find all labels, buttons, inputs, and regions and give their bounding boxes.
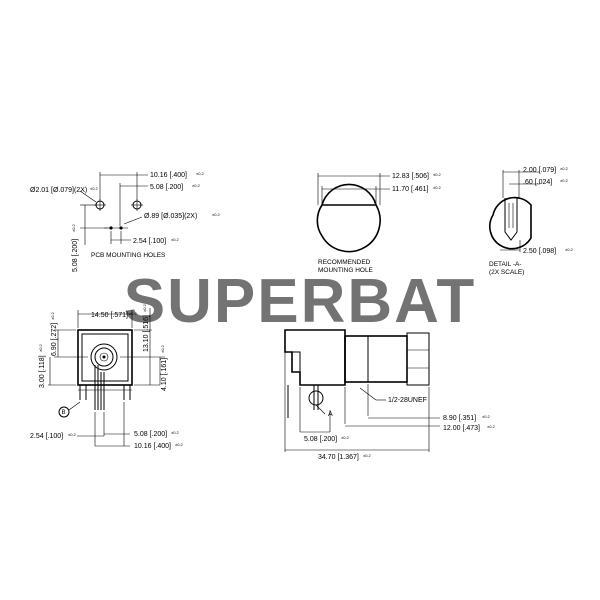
front-dim-2-54: 2.54 [.100] [30,433,63,440]
front-dim-5-08: 5.08 [.200] [134,431,167,438]
side-dim-8-90: 8.90 [.351] [443,415,476,422]
side-dim-12-00: 12.00 [.473] [443,425,480,432]
detail-dim-2-50: 2.50 [.098] [523,248,556,255]
side-detail-ref: A [328,411,333,418]
pcb-dim-2-54-tol: ±0.2 [171,237,180,242]
side-dim-5-08-tol: ±0.2 [341,435,350,440]
side-barrel [344,335,408,383]
side-body [284,329,346,386]
side-dim-34-70-tol: ±0.2 [363,453,372,458]
pcb-dim-10-16-tol: ±0.2 [196,171,205,176]
front-dim-2-54-tol: ±0.2 [68,432,77,437]
detail-dim-2-00: 2.00 [.079] [523,167,556,174]
watermark: SUPERBAT [124,267,476,336]
pcb-dim-pin-dia-tol: ±0.2 [212,212,221,217]
pcb-dim-vertical: 5.08 [.200] [72,239,79,272]
detail-dim-60: .60 [.024] [523,179,552,186]
mount-dim-12-83: 12.83 [.506] [392,173,429,180]
pcb-caption: PCB MOUNTING HOLES [91,252,166,259]
front-dim-10-16: 10.16 [.400] [134,443,171,450]
front-dim-13-10-tol: ±0.2 [142,303,147,312]
pcb-dim-5-08: 5.08 [.200] [150,184,183,191]
front-dim-4-10-tol: ±0.2 [160,344,165,353]
mounting-hole-d-shape [316,204,381,253]
pcb-dim-2-54: 2.54 [.100] [133,238,166,245]
front-bnc-outer [90,343,118,371]
side-dim-8-90-tol: ±0.2 [482,414,491,419]
front-body [77,329,133,386]
side-dim-5-08: 5.08 [.200] [304,436,337,443]
pcb-dim-pin-dia: Ø.89 [Ø.035](2X) [144,213,197,220]
front-view: B 14.50 [.571] ±0.2 13.10 [.516] ±0.2 6.… [30,303,184,450]
front-pins [94,365,105,410]
front-dim-4-10: 4.10 [.161] [161,358,168,391]
side-view: A 1/2-28UNEF 8.90 [.351] ±0.2 12.00 [.47… [284,329,496,461]
detail-dim-2-50-tol: ±0.2 [565,247,574,252]
mount-caption-1: RECOMMENDED [318,259,371,266]
front-dim-6-90: 6.90 [.272] [51,323,58,356]
detail-a-outline [488,196,532,250]
front-dim-13-10: 13.10 [.516] [143,315,150,352]
pcb-dim-hole-dia-tol: ±0.2 [90,186,99,191]
mount-dim-11-70: 11.70 [.461] [392,186,429,193]
mount-dim-11-70-tol: ±0.2 [433,185,442,190]
front-dim-10-16-tol: ±0.2 [175,442,184,447]
mount-dim-12-83-tol: ±0.2 [433,172,442,177]
front-dim-14-50: 14.50 [.571] [91,312,128,319]
pcb-dim-10-16: 10.16 [.400] [150,172,187,179]
front-dim-3-00: 3.00 [.118] [39,355,46,388]
detail-caption-2: (2X SCALE) [489,269,524,276]
detail-a-view: 2.00 [.079] ±0.2 .60 [.024] ±0.2 2.50 [.… [488,166,574,276]
pcb-mounting-holes-view: Ø2.01 [Ø.079](2X) ±0.2 10.16 [.400] ±0.2… [30,171,221,272]
side-thread-label: 1/2-28UNEF [388,397,427,404]
side-dim-12-00-tol: ±0.2 [487,424,496,429]
detail-caption-1: DETAIL -A- [489,261,522,268]
detail-dim-2-00-tol: ±0.2 [560,166,569,171]
front-dim-6-90-tol: ±0.2 [50,311,55,320]
side-dim-34-70: 34.70 [1.367] [318,454,359,461]
pcb-dim-vertical-tol: ±0.2 [71,223,76,232]
front-dim-3-00-tol: ±0.2 [38,343,43,352]
front-marker-circle [58,406,70,418]
front-dim-5-08-tol: ±0.2 [171,430,180,435]
mounting-hole-view: 12.83 [.506] ±0.2 11.70 [.461] ±0.2 RECO… [316,172,442,274]
mount-caption-2: MOUNTING HOLE [318,267,374,274]
detail-dim-60-tol: ±0.2 [560,178,569,183]
front-marker-label: B [62,410,66,416]
pcb-dim-5-08-tol: ±0.2 [192,183,201,188]
pcb-dim-hole-dia: Ø2.01 [Ø.079](2X) [30,187,87,194]
side-detail-circle [308,390,324,406]
front-dim-14-50-tol: ±0.2 [129,311,138,316]
